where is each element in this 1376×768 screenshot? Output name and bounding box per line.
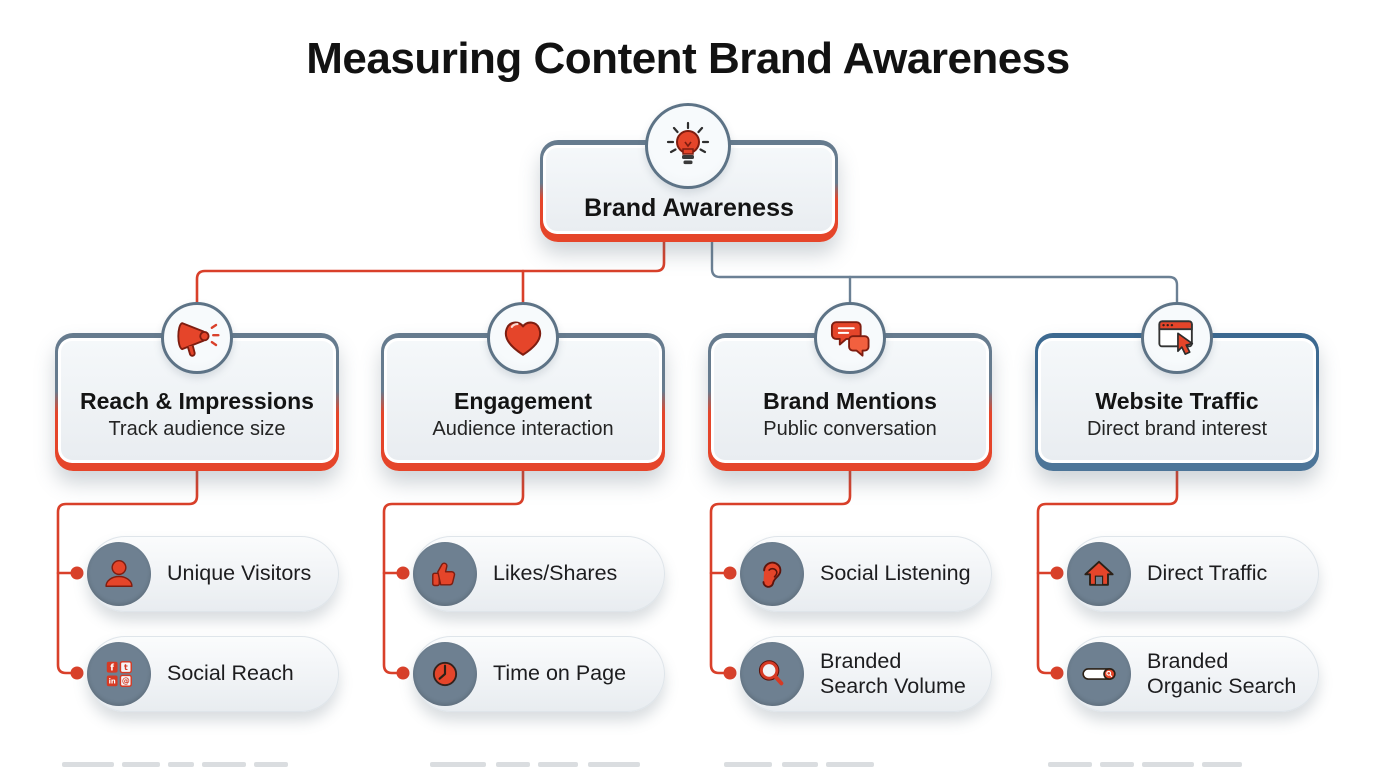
- thumbs-up-icon: [422, 551, 468, 597]
- metric-label: Likes/Shares: [493, 561, 618, 586]
- metric-pill-likes-shares: Likes/Shares: [413, 536, 665, 612]
- ear-icon: [749, 551, 795, 597]
- branch-title: Brand Mentions: [763, 388, 937, 414]
- metric-icon-badge: [1067, 542, 1131, 606]
- megaphone-icon: [171, 312, 223, 364]
- browser-cursor-icon: [1151, 312, 1203, 364]
- branch-subtitle: Audience interaction: [432, 417, 614, 440]
- metric-pill-direct-traffic: Direct Traffic: [1067, 536, 1319, 612]
- metric-label: Social Reach: [167, 661, 294, 686]
- red-connector-left: [195, 238, 666, 306]
- metric-label: Unique Visitors: [167, 561, 312, 586]
- svg-text:in: in: [109, 678, 116, 686]
- branch-icon-badge: [487, 302, 559, 374]
- svg-text:f: f: [110, 663, 114, 673]
- search-bar-icon: [1076, 651, 1122, 697]
- page-title: Measuring Content Brand Awareness: [306, 34, 1070, 83]
- column-connector-3: [709, 464, 852, 675]
- branch-node-brand-mentions: Brand Mentions Public conversation: [708, 333, 992, 471]
- branch-title: Reach & Impressions: [80, 388, 314, 414]
- metric-pill-unique-visitors: Unique Visitors: [87, 536, 339, 612]
- branch-title: Engagement: [453, 388, 593, 414]
- branch-subtitle: Public conversation: [763, 417, 937, 440]
- person-icon: [96, 551, 142, 597]
- metric-pill-social-reach: f t in @ Social Reach: [87, 636, 339, 712]
- metric-icon-badge: [740, 642, 804, 706]
- metric-pill-time-on-page: Time on Page: [413, 636, 665, 712]
- metric-label: Social Listening: [820, 561, 971, 586]
- magnifier-icon: [749, 651, 795, 697]
- metric-icon-badge: f t in @: [87, 642, 151, 706]
- branch-icon-badge: [161, 302, 233, 374]
- branch-icon-badge: [1141, 302, 1213, 374]
- lightbulb-icon: [660, 118, 716, 174]
- heart-icon: [497, 312, 549, 364]
- home-icon: [1076, 551, 1122, 597]
- clock-icon: [422, 651, 468, 697]
- branch-icon-badge: [814, 302, 886, 374]
- metric-label: Time on Page: [493, 661, 627, 686]
- metric-pill-social-listening: Social Listening: [740, 536, 992, 612]
- svg-text:@: @: [122, 677, 130, 686]
- metric-icon-badge: [1067, 642, 1131, 706]
- branch-subtitle: Track audience size: [108, 417, 286, 440]
- branch-subtitle: Direct brand interest: [1086, 417, 1268, 440]
- svg-text:t: t: [124, 663, 128, 672]
- metric-icon-badge: [87, 542, 151, 606]
- column-connector-4: [1036, 464, 1179, 675]
- root-node-label: Brand Awareness: [584, 194, 794, 222]
- column-connector-2: [382, 464, 525, 675]
- branch-title: Website Traffic: [1095, 388, 1259, 414]
- metric-label: Direct Traffic: [1147, 561, 1268, 586]
- metric-icon-badge: [413, 642, 477, 706]
- root-icon-badge: [645, 103, 731, 189]
- column-connector-1: [56, 464, 199, 675]
- metric-icon-badge: [740, 542, 804, 606]
- branch-node-website-traffic: Website Traffic Direct brand interest: [1035, 333, 1319, 471]
- social-grid-icon: f t in @: [96, 651, 142, 697]
- metric-icon-badge: [413, 542, 477, 606]
- speech-bubbles-icon: [824, 312, 876, 364]
- slate-connector-right: [710, 238, 1179, 306]
